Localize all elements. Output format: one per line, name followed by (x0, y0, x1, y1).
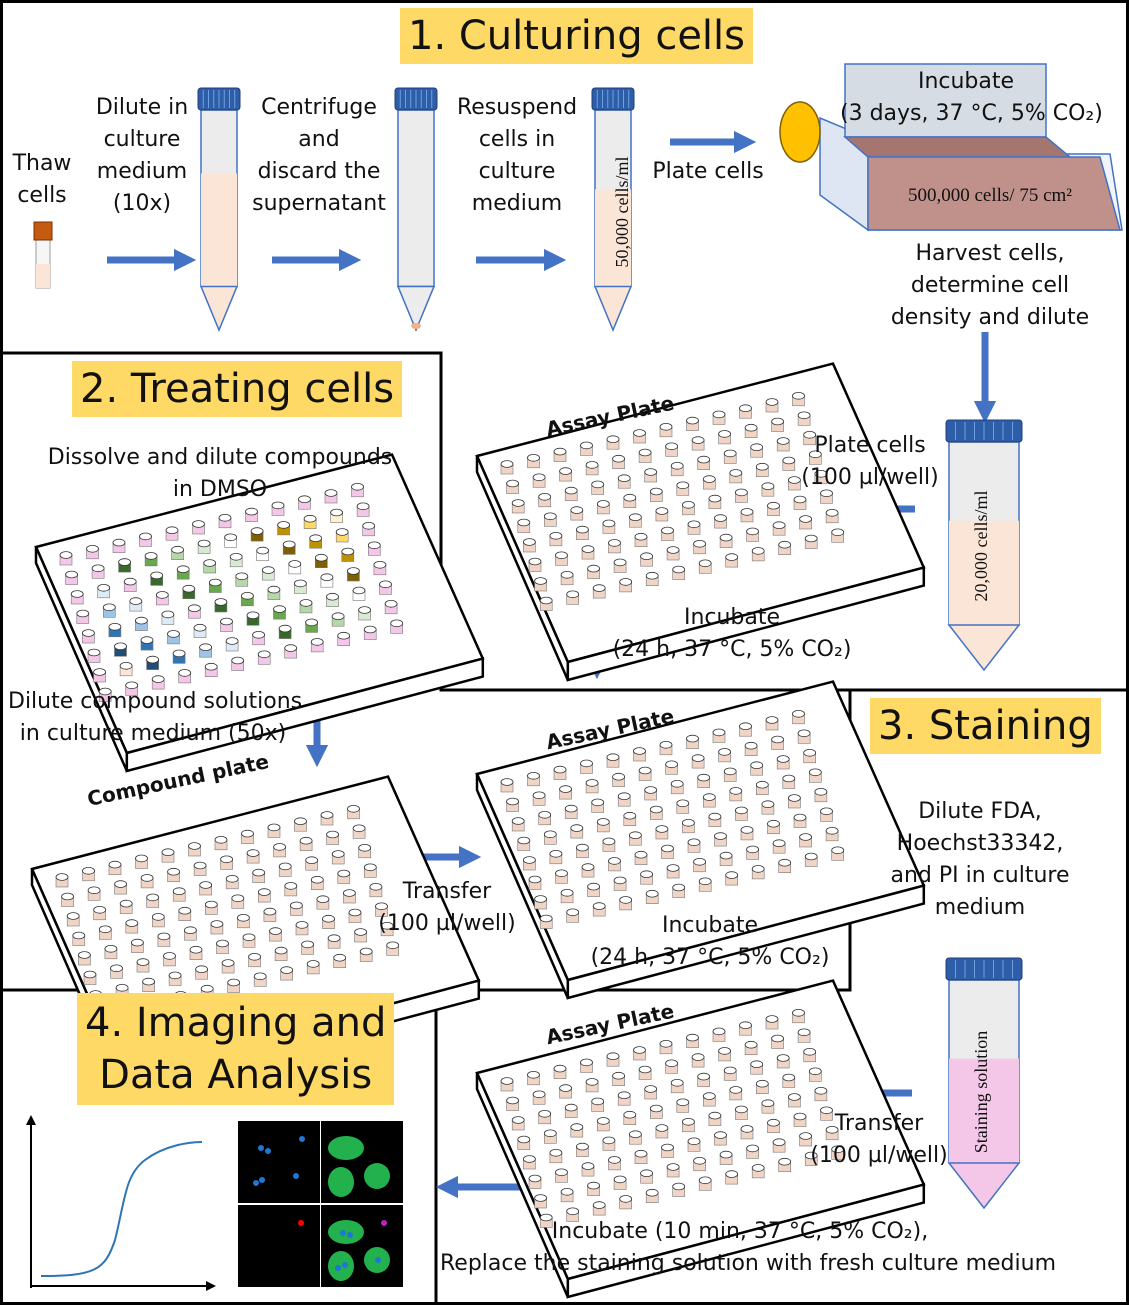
tube-20000-label: 20,000 cells/ml (971, 490, 991, 602)
flask-cell-count: 500,000 cells/ 75 cm² (907, 185, 1072, 206)
microscopy-panel (238, 1205, 320, 1287)
incubate-24h-1: Incubate(24 h, 37 °C, 5% CO₂) (612, 605, 852, 662)
tube-centrifuged (394, 87, 438, 332)
plate-end (475, 455, 570, 681)
flask-cap (779, 101, 821, 163)
live-cell (328, 1220, 364, 1244)
tube-diluted (197, 87, 241, 332)
dead-cell-dot (298, 1220, 304, 1226)
plate-end (475, 773, 570, 999)
live-cell (328, 1251, 354, 1281)
tube-20000-cells (945, 419, 1023, 672)
incubate-flask-title: Incubate (917, 69, 1015, 94)
section-3-title: 3. Staining (870, 698, 1101, 754)
tube-staining-solution (945, 957, 1023, 1210)
incubate-flask-params: (3 days, 37 °C, 5% CO₂) (840, 101, 1103, 126)
culture-flask (779, 63, 1123, 232)
transfer-label: Transfer(100 µl/well) (378, 879, 516, 936)
nucleus-dot (259, 1177, 265, 1183)
tube-50000-cells (591, 87, 635, 332)
section-2-border (1, 351, 1127, 692)
nucleus-dot (299, 1136, 305, 1142)
microscopy-panel (238, 1121, 320, 1203)
nucleus-dot (347, 1232, 353, 1238)
nucleus-dot (265, 1148, 271, 1154)
flask-medium-front (867, 156, 1121, 231)
cryovial-icon (33, 221, 53, 289)
tube-50000-label: 50,000 cells/ml (612, 156, 632, 268)
assay-plate-1 (475, 362, 926, 682)
dmso-compound-plate (34, 453, 485, 773)
analysis-graphics (26, 1115, 403, 1291)
harvest-label: Harvest cells,determine cell density and… (890, 241, 1090, 330)
section-2-title: 2. Treating cells (72, 361, 403, 417)
live-cell (364, 1163, 390, 1189)
nucleus-dot (342, 1262, 348, 1268)
assay-plate-3 (475, 979, 926, 1299)
x-axis-arrowhead (206, 1281, 216, 1291)
plate-cells-label: Plate cells (652, 159, 764, 184)
nucleus-dot (293, 1173, 299, 1179)
nucleus-dot (258, 1145, 264, 1151)
plate-end (475, 1072, 570, 1298)
y-axis-arrowhead (26, 1115, 36, 1125)
dilute-stains-label: Dilute FDA,Hoechst33342, and PI in cultu… (890, 799, 1070, 920)
plate-end (34, 546, 129, 772)
plate-cells-100-label: Plate cells(100 µl/well) (801, 433, 939, 490)
flask-medium-top (842, 136, 1073, 158)
nucleus-dot (253, 1180, 259, 1186)
live-cell (328, 1136, 364, 1160)
merged-dead-cell-dot (381, 1220, 387, 1226)
live-cell (328, 1167, 354, 1197)
nucleus-dot (335, 1265, 341, 1271)
incubate-24h-2: Incubate(24 h, 37 °C, 5% CO₂) (590, 913, 830, 970)
assay-plate-2 (475, 680, 926, 1000)
section-1-title: 1. Culturing cells (400, 8, 753, 64)
tubes (33, 87, 1023, 1210)
dose-response-curve (40, 1141, 203, 1277)
nucleus-dot (340, 1230, 346, 1236)
transfer-stain-label: Transfer(100 µl/well) (810, 1111, 948, 1168)
nucleus-dot (375, 1257, 381, 1263)
staining-solution-label: Staining solution (971, 1030, 991, 1154)
incubate-10min-label: Incubate (10 min, 37 °C, 5% CO₂),Replace… (440, 1219, 1056, 1276)
